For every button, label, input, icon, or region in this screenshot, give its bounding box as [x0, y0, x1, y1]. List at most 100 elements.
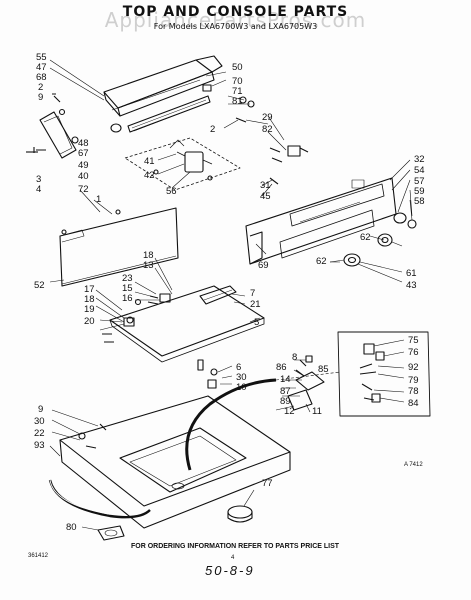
callout-13: 13 [143, 260, 154, 271]
foot-part [97, 525, 125, 541]
callout-21: 21 [250, 299, 261, 310]
callout-77: 77 [262, 478, 273, 489]
callout-22: 22 [34, 428, 45, 439]
callout-numbers: 55 47 68 2 9 48 67 49 40 3 4 50 70 71 81… [34, 52, 425, 533]
inset-box [337, 331, 431, 417]
callout-32: 32 [414, 154, 425, 165]
callout-29: 29 [262, 112, 273, 123]
back-panel-part [59, 207, 179, 287]
callout-55: 55 [36, 52, 47, 63]
figure-code: A 7412 [404, 462, 423, 468]
screws-left [26, 93, 61, 153]
callout-54: 54 [414, 165, 425, 176]
callout-14: 14 [280, 374, 291, 385]
callout-87: 87 [280, 386, 291, 397]
switch-hardware-right [235, 96, 309, 185]
callout-41: 41 [144, 156, 155, 167]
callout-30a: 30 [236, 372, 247, 383]
callout-79: 79 [408, 375, 419, 386]
callout-62a: 62 [360, 232, 371, 243]
callout-69: 69 [258, 260, 269, 271]
callout-81: 81 [232, 96, 243, 107]
screws-front-left [78, 423, 107, 449]
callout-43: 43 [406, 280, 417, 291]
callout-59: 59 [414, 186, 425, 197]
callout-76: 76 [408, 347, 419, 358]
callout-6: 6 [236, 362, 241, 373]
callout-93: 93 [34, 440, 45, 451]
callout-48: 48 [78, 138, 89, 149]
callout-78: 78 [408, 386, 419, 397]
cap-part [227, 505, 253, 523]
callout-10: 10 [236, 382, 247, 393]
callout-80: 80 [66, 522, 77, 533]
ordering-note: FOR ORDERING INFORMATION REFER TO PARTS … [130, 543, 340, 550]
page-mark: 4 [231, 555, 235, 561]
callout-1: 1 [96, 194, 101, 205]
watermark: AppliancePartsPros.com [104, 8, 367, 32]
callout-18a: 18 [143, 250, 154, 261]
callout-68: 68 [36, 72, 47, 83]
callout-58: 58 [414, 196, 425, 207]
callout-45: 45 [260, 191, 271, 202]
callout-40: 40 [78, 171, 89, 182]
callout-70: 70 [232, 76, 243, 87]
console-top-part [103, 55, 223, 117]
callout-8: 8 [292, 352, 297, 363]
end-cap-bracket-part [39, 108, 79, 159]
callout-7: 7 [250, 288, 255, 299]
callout-67: 67 [78, 148, 89, 159]
callout-2b: 2 [210, 124, 215, 135]
callout-23: 23 [122, 273, 133, 284]
handwritten-note: 50-8-9 [205, 563, 255, 578]
callout-75: 75 [408, 335, 419, 346]
callout-57: 57 [414, 176, 425, 187]
callout-56: 56 [166, 186, 177, 197]
knob-part [110, 123, 122, 133]
callout-61: 61 [406, 268, 417, 279]
callout-42: 42 [144, 170, 155, 181]
console-strip-part [127, 95, 211, 133]
page-subtitle: For Models LXA6700W3 and LXA6705W3 [153, 22, 318, 31]
callout-50: 50 [232, 62, 243, 73]
callout-2a: 2 [38, 82, 43, 93]
callout-86: 86 [276, 362, 287, 373]
callout-5: 5 [254, 317, 259, 328]
callout-84: 84 [408, 398, 419, 409]
callout-72: 72 [78, 184, 89, 195]
callout-89: 89 [280, 396, 291, 407]
callout-9a: 9 [38, 92, 43, 103]
callout-92: 92 [408, 362, 419, 373]
callout-12: 12 [284, 406, 295, 417]
callout-19: 19 [84, 304, 95, 315]
callout-47: 47 [36, 62, 47, 73]
callout-11: 11 [312, 406, 322, 417]
leader-lines [49, 59, 413, 531]
callout-17: 17 [84, 284, 95, 295]
callout-49: 49 [78, 160, 89, 171]
callout-62b: 62 [316, 256, 327, 267]
callout-3: 3 [36, 174, 41, 185]
timer-module-dashed-box [124, 137, 241, 191]
callout-4: 4 [36, 184, 41, 195]
callout-85: 85 [318, 364, 329, 375]
callout-9b: 9 [38, 404, 43, 415]
lid-hinge-deck-part [109, 285, 265, 363]
grommets [197, 359, 218, 389]
callout-15: 15 [122, 283, 133, 294]
callout-16: 16 [122, 293, 133, 304]
page-title: TOP AND CONSOLE PARTS [122, 4, 349, 20]
document-code: 361412 [28, 553, 49, 559]
callout-52: 52 [34, 280, 45, 291]
control-knobs [343, 212, 417, 267]
lid-switch-hardware [102, 293, 171, 343]
callout-82: 82 [262, 124, 273, 135]
callout-71: 71 [232, 86, 243, 97]
callout-18b: 18 [84, 294, 95, 305]
callout-31: 31 [260, 180, 271, 191]
callout-20: 20 [84, 316, 95, 327]
vent-tube-part [185, 378, 277, 471]
callout-30b: 30 [34, 416, 45, 427]
